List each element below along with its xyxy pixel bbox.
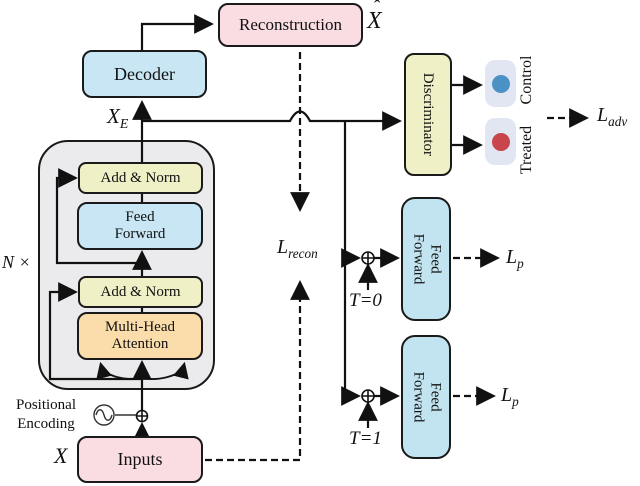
l-recon-label: Lrecon [277,236,318,261]
l-adv-label: Ladv [597,104,628,129]
l-p-top-label: Lp [506,246,524,271]
control-label: Control [518,55,535,105]
inputs-box: Inputs [77,436,203,483]
red-circle-icon [491,132,510,151]
discriminator-box: Discriminator [404,53,452,176]
add-norm-top-box: Add & Norm [78,162,203,194]
branch-to-sum-bottom [341,121,361,406]
n-times-label: N × [2,252,31,272]
positional-encoding-label: Positional Encoding [15,397,76,432]
arrow-xe-to-discriminator [142,110,402,131]
discriminator-label: Discriminator [420,72,437,157]
oplus-icon [135,409,149,423]
oplus-icon [361,251,375,265]
decoder-box: Decoder [82,50,207,98]
control-capsule [485,60,516,107]
t0-label: T=0 [349,290,382,311]
x-e-label: XE [107,104,129,132]
treated-label: Treated [518,125,535,175]
oplus-icon [361,389,375,403]
sine-wave-icon [93,404,136,426]
x-label: X [54,443,68,468]
dashed-inputs-to-lrecon [205,280,310,462]
treated-capsule [485,118,516,165]
reconstruction-box: Reconstruction [218,3,363,47]
blue-circle-icon [491,74,510,93]
l-p-bottom-label: Lp [501,384,519,409]
arrow-decoder-to-reconstruction [140,14,214,50]
add-norm-bottom-box: Add & Norm [78,276,203,308]
t1-label: T=1 [349,428,382,449]
